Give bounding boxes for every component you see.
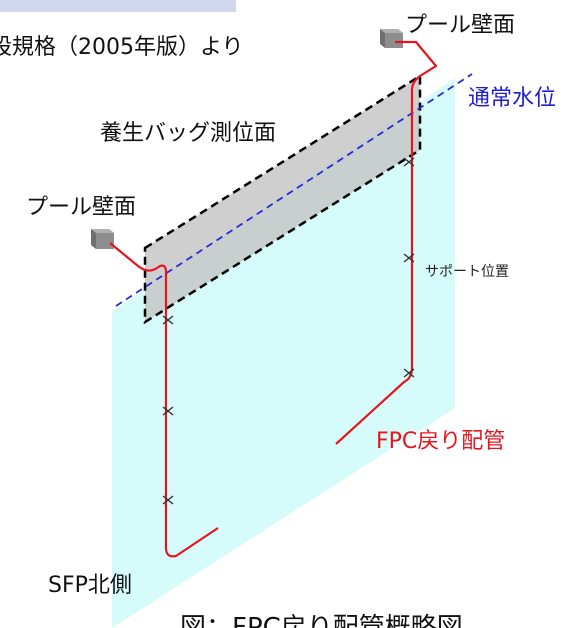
support-marker — [403, 157, 415, 167]
support-marker — [403, 253, 415, 263]
fpc-return-pipe-left — [109, 242, 219, 558]
pool-wall-left-label: プール壁面 — [26, 195, 136, 220]
support-marker — [403, 368, 415, 378]
curing-bag-side-label: 養生バッグ測位面 — [100, 121, 276, 146]
pool-wall-top-label: プール壁面 — [405, 13, 515, 38]
figure-caption: 図：FPC戻り配管概略図 — [180, 613, 463, 628]
support-marker — [162, 406, 174, 416]
header-source-text: 設規格（2005年版）より — [0, 35, 244, 60]
fpc-return-pipe — [335, 40, 438, 445]
wall-block-top — [380, 29, 403, 48]
fpc-return-pipe-label: FPC戻り配管 — [376, 429, 505, 454]
pool-panel — [112, 78, 455, 628]
support-marker — [162, 495, 174, 505]
curing-bag-surface — [143, 73, 422, 325]
wall-block-left — [91, 229, 114, 249]
support-markers — [162, 157, 415, 505]
header-banner — [0, 0, 236, 12]
sfp-north-label: SFP北側 — [48, 573, 132, 598]
support-position-label: サポート位置 — [425, 264, 509, 280]
support-marker — [162, 315, 174, 325]
normal-water-level-label: 通常水位 — [468, 86, 556, 111]
